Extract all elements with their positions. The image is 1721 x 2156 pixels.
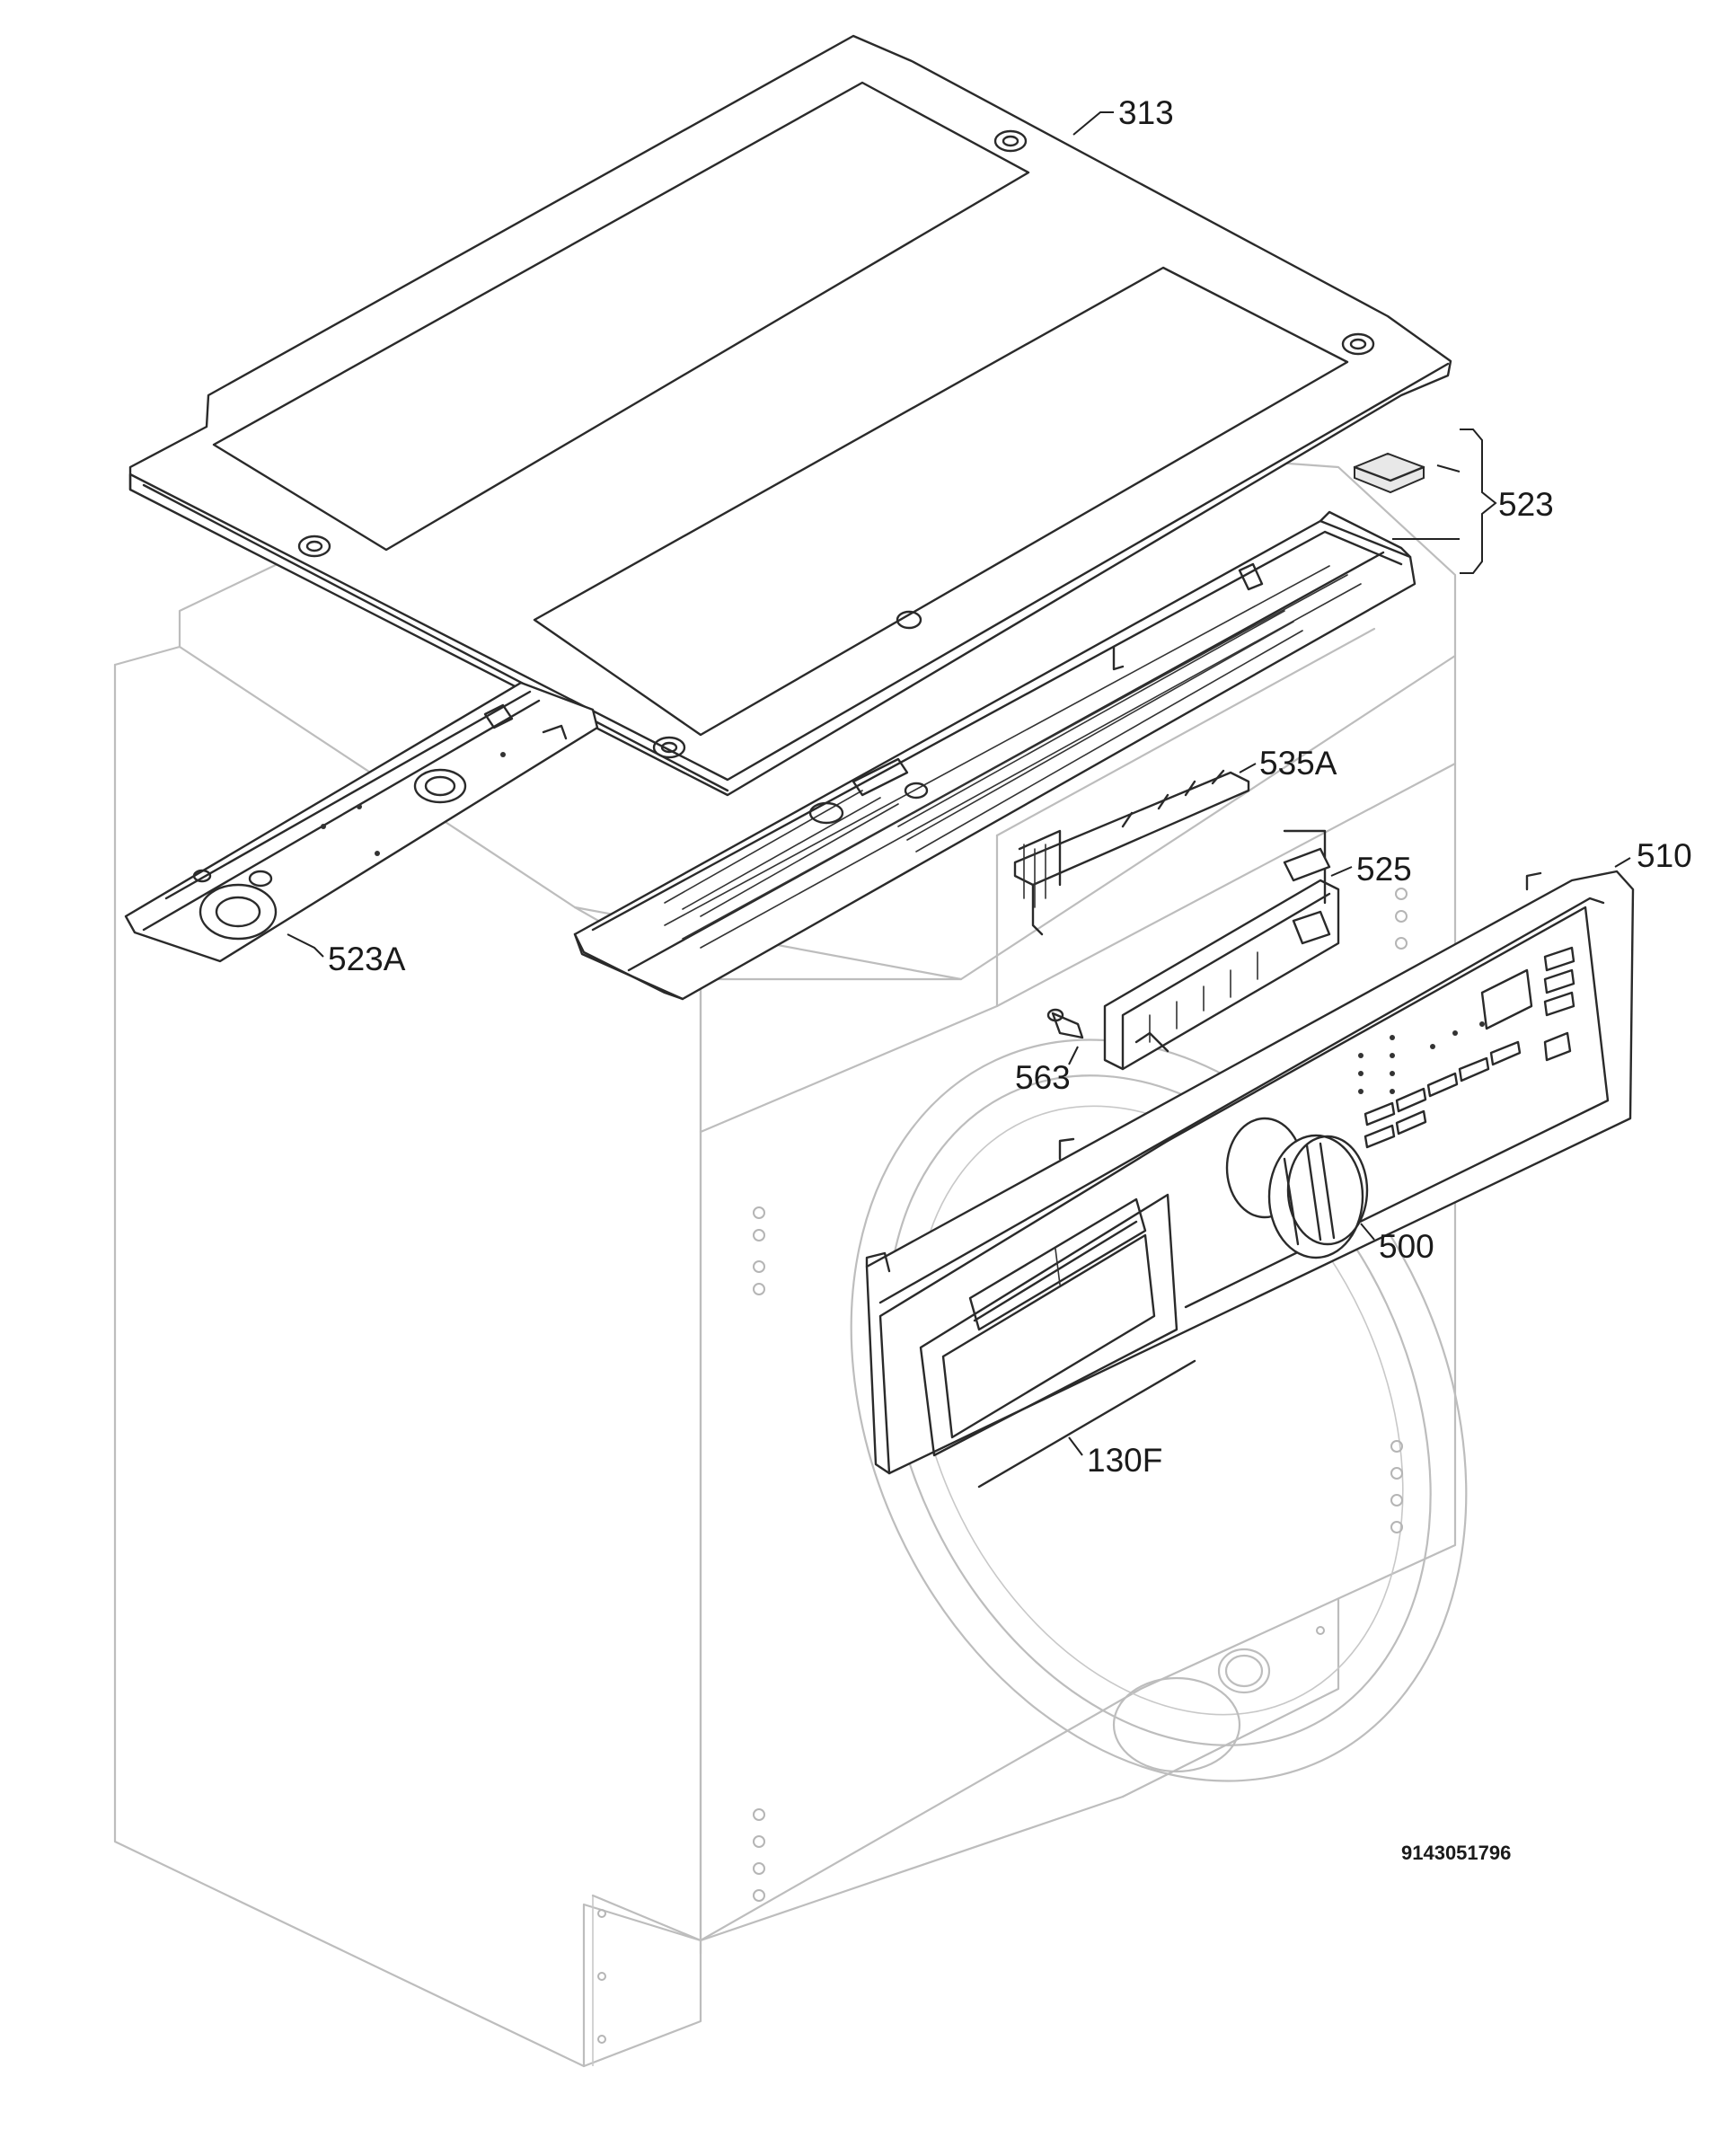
left-rail-523A: [124, 681, 599, 963]
pad-523: [1353, 452, 1425, 494]
part-label-523A: 523A: [328, 941, 406, 977]
cabinet-side-holes: [753, 888, 1408, 1902]
part-label-563: 563: [1015, 1059, 1071, 1096]
terminal-block-535A: [1013, 769, 1250, 936]
part-label-313: 313: [1118, 94, 1174, 131]
part-label-525: 525: [1356, 851, 1412, 888]
connector-563: [1046, 1008, 1084, 1039]
top-frame-rail: [573, 510, 1417, 1001]
knob-500: [1267, 1134, 1369, 1259]
part-label-500: 500: [1379, 1228, 1434, 1265]
top-cover-313: [128, 34, 1452, 797]
leader-lines: [287, 111, 1631, 1456]
cover-screw-holes: [297, 129, 1375, 759]
plinth-holes: [597, 1626, 1325, 2044]
appliance-cabinet-outline: [113, 411, 1468, 2068]
electronic-board-525: [1103, 829, 1340, 1071]
panel-indicator-leds: [1358, 1021, 1485, 1094]
part-label-523: 523: [1498, 486, 1554, 523]
document-number: 9143051796: [1401, 1842, 1511, 1864]
part-label-130F: 130F: [1087, 1442, 1162, 1479]
part-label-535A: 535A: [1259, 745, 1337, 782]
part-label-510: 510: [1637, 837, 1692, 874]
part-labels: 313 523 535A 510 525 523A 563 500 130F: [328, 94, 1692, 1479]
